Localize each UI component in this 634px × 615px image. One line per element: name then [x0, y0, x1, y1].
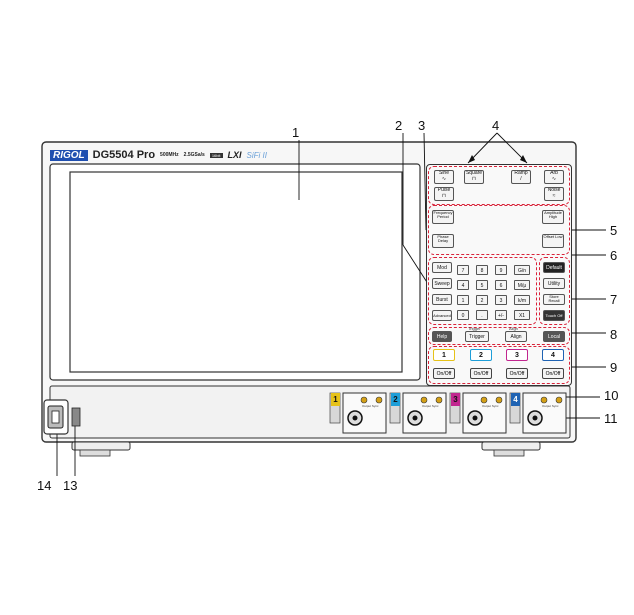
- channel-module-1: [329, 392, 387, 434]
- channel-3-onoff[interactable]: On/Off: [506, 368, 528, 379]
- region-trigger-row: [428, 327, 570, 345]
- spec-samplerate: 2.5GSa/s: [183, 152, 205, 158]
- channel-1-key[interactable]: 1: [433, 349, 455, 361]
- callout-1: 1: [292, 125, 300, 140]
- key-1[interactable]: 1: [457, 295, 469, 305]
- region-waveform-keys: [428, 166, 570, 205]
- rigol-logo: RIGOL: [50, 149, 88, 161]
- foot-right: [481, 441, 541, 451]
- key-8[interactable]: 8: [476, 265, 488, 275]
- trigger-top-label: Trigger: [468, 326, 481, 331]
- local-button[interactable]: Local: [543, 331, 565, 342]
- key-2[interactable]: 2: [476, 295, 488, 305]
- callout-2: 2: [395, 118, 403, 133]
- key-m-u[interactable]: M/μ: [514, 280, 530, 290]
- callout-14: 14: [37, 478, 52, 493]
- key-5[interactable]: 5: [476, 280, 488, 290]
- channel-1-onoff[interactable]: On/Off: [433, 368, 455, 379]
- region-keypad: [428, 257, 537, 325]
- key-k-m[interactable]: k/m: [514, 295, 530, 305]
- ramp-button[interactable]: Ramp/: [511, 170, 531, 184]
- channel-module-3: [449, 392, 507, 434]
- square-button[interactable]: Square⊓: [464, 170, 484, 184]
- align-button[interactable]: Align: [505, 331, 527, 342]
- channel-2-key[interactable]: 2: [470, 349, 492, 361]
- region-channel-keys: [428, 346, 570, 384]
- default-button[interactable]: Default: [543, 262, 565, 273]
- callout-10: 10: [604, 388, 619, 403]
- callout-7: 7: [610, 292, 618, 307]
- output-1-label: Output Sync: [362, 404, 379, 408]
- trigger-button[interactable]: Trigger: [465, 331, 489, 342]
- callout-13: 13: [63, 478, 78, 493]
- key-7[interactable]: 7: [457, 265, 469, 275]
- channel-4-onoff[interactable]: On/Off: [542, 368, 564, 379]
- callout-9: 9: [610, 360, 618, 375]
- callout-8: 8: [610, 327, 618, 342]
- region-utility-keys: [539, 257, 570, 325]
- key-g-n[interactable]: G/n: [514, 265, 530, 275]
- arb-button[interactable]: Arb∿: [544, 170, 564, 184]
- channel-module-2: [389, 392, 447, 434]
- channel-module-4: [509, 392, 567, 434]
- callout-4: 4: [492, 118, 500, 133]
- channel-2-onoff[interactable]: On/Off: [470, 368, 492, 379]
- spec-bits: 16bit: [209, 152, 223, 158]
- sweep-button[interactable]: Sweep: [432, 278, 452, 289]
- touch-off-button[interactable]: Touch Off: [543, 310, 565, 321]
- key-9[interactable]: 9: [495, 265, 507, 275]
- output-3-tag: 3: [451, 393, 460, 406]
- output-4-label: Output Sync: [542, 404, 559, 408]
- sine-button[interactable]: Sine∿: [434, 170, 454, 184]
- power-connector: [71, 407, 81, 427]
- key-3[interactable]: 3: [495, 295, 507, 305]
- offset-button[interactable]: Offset Low: [542, 234, 564, 248]
- output-3-label: Output Sync: [482, 404, 499, 408]
- spec-bandwidth: 500MHz: [160, 152, 179, 158]
- frequency-button[interactable]: Frequency Period: [432, 210, 454, 224]
- foot-left: [71, 441, 131, 451]
- model-number: 5504 Pro: [109, 149, 156, 161]
- lxi-badge: LXI: [227, 150, 242, 160]
- output-1-tag: 1: [331, 393, 340, 406]
- key-0[interactable]: 0: [457, 310, 469, 320]
- help-button[interactable]: Help: [432, 331, 452, 342]
- display-area: [69, 171, 403, 373]
- key-x1[interactable]: X1: [514, 310, 530, 320]
- callout-6: 6: [610, 248, 618, 263]
- output-2-label: Output Sync: [422, 404, 439, 408]
- noise-button[interactable]: Noise≈: [544, 187, 564, 201]
- key-plus-minus[interactable]: +/-: [495, 310, 507, 320]
- store-recall-button[interactable]: Store Recall: [543, 294, 565, 305]
- mod-button[interactable]: Mod: [432, 262, 452, 273]
- channel-4-key[interactable]: 4: [542, 349, 564, 361]
- amplitude-button[interactable]: Amplitude High: [542, 210, 564, 224]
- burst-button[interactable]: Burst: [432, 294, 452, 305]
- utility-button[interactable]: Utility: [543, 278, 565, 289]
- output-4-tag: 4: [511, 393, 520, 406]
- callout-3: 3: [418, 118, 426, 133]
- model-prefix: DG: [92, 149, 110, 161]
- output-2-tag: 2: [391, 393, 400, 406]
- channel-3-key[interactable]: 3: [506, 349, 528, 361]
- key-dot[interactable]: .: [476, 310, 488, 320]
- key-4[interactable]: 4: [457, 280, 469, 290]
- key-6[interactable]: 6: [495, 280, 507, 290]
- advanced-button[interactable]: Advanced: [432, 310, 452, 321]
- region-param-keys: [428, 205, 570, 255]
- sifi-badge: SiFi II: [246, 150, 267, 160]
- callout-11: 11: [604, 411, 618, 426]
- align-top-label: Align: [509, 326, 518, 331]
- callout-5: 5: [610, 223, 618, 238]
- pulse-button[interactable]: Pulse⊓: [434, 187, 454, 201]
- phase-button[interactable]: Phase Delay: [432, 234, 454, 248]
